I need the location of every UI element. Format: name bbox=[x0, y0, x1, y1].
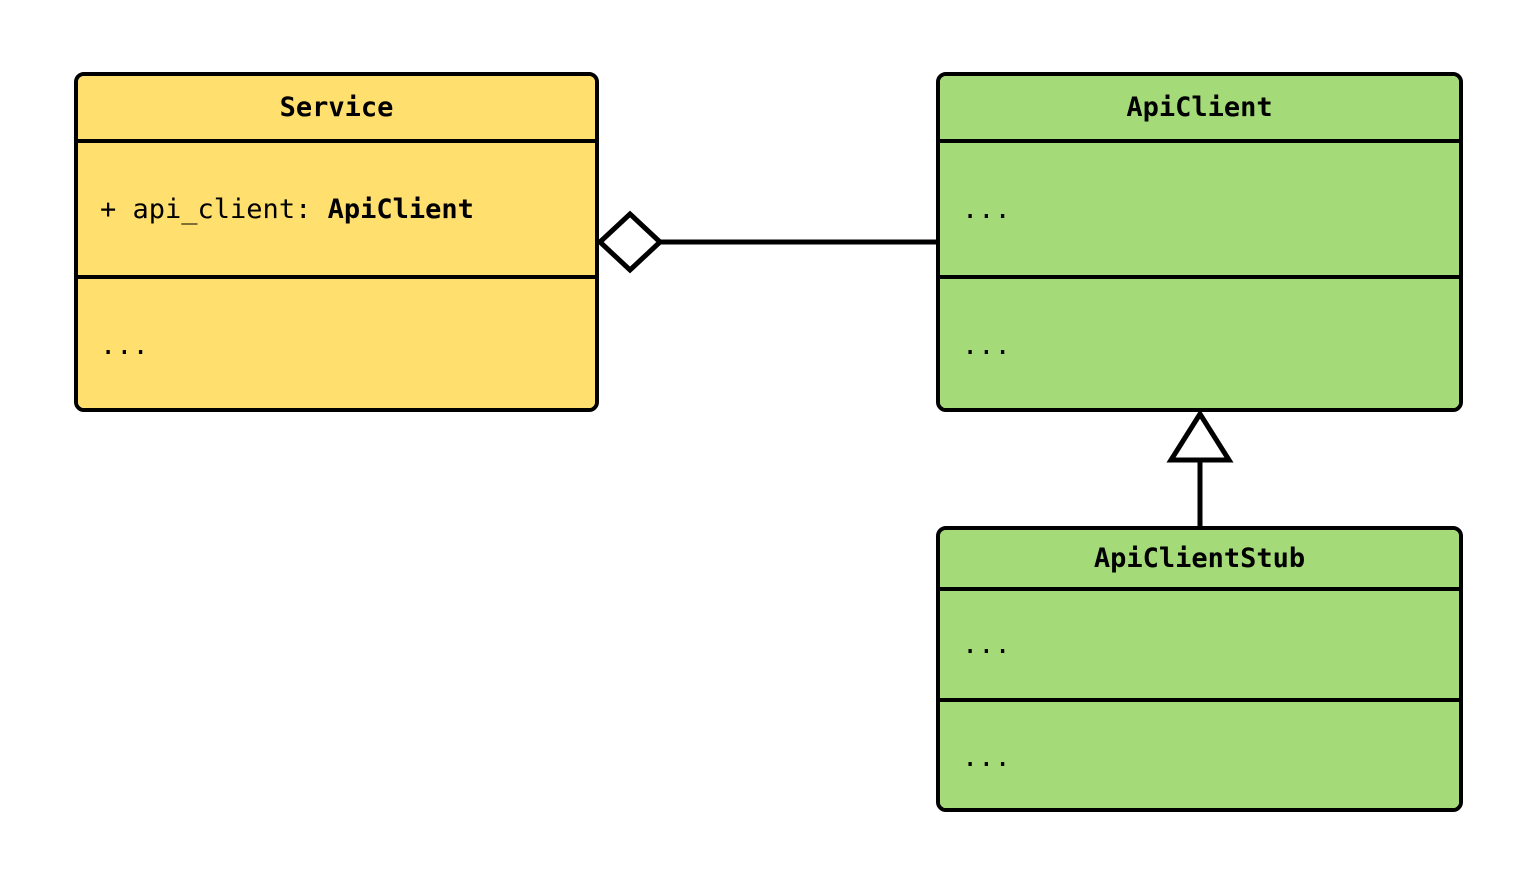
class-attributes-apiclientstub: ... bbox=[940, 591, 1459, 702]
uml-class-apiclient[interactable]: ApiClient ... ... bbox=[936, 72, 1463, 412]
generalization-connector-apiclientstub-apiclient bbox=[1166, 409, 1234, 526]
class-operations-service: ... bbox=[78, 279, 595, 408]
class-name-apiclient: ApiClient bbox=[940, 76, 1459, 143]
attribute-type: ApiClient bbox=[327, 193, 474, 225]
attribute-visibility: + bbox=[100, 193, 133, 225]
class-operations-apiclient: ... bbox=[940, 279, 1459, 408]
class-operations-apiclientstub: ... bbox=[940, 702, 1459, 808]
hollow-triangle-icon bbox=[1166, 409, 1234, 463]
class-name-service: Service bbox=[78, 76, 595, 143]
attribute-row: + api_client: ApiClient bbox=[100, 194, 474, 225]
hollow-diamond-icon bbox=[596, 210, 664, 274]
uml-class-apiclientstub[interactable]: ApiClientStub ... ... bbox=[936, 526, 1463, 812]
aggregation-connector-service-apiclient bbox=[596, 210, 938, 274]
class-attributes-apiclient: ... bbox=[940, 143, 1459, 279]
class-attributes-service: + api_client: ApiClient bbox=[78, 143, 595, 279]
uml-class-service[interactable]: Service + api_client: ApiClient ... bbox=[74, 72, 599, 412]
attribute-name: api_client: bbox=[132, 193, 328, 225]
class-name-apiclientstub: ApiClientStub bbox=[940, 530, 1459, 591]
